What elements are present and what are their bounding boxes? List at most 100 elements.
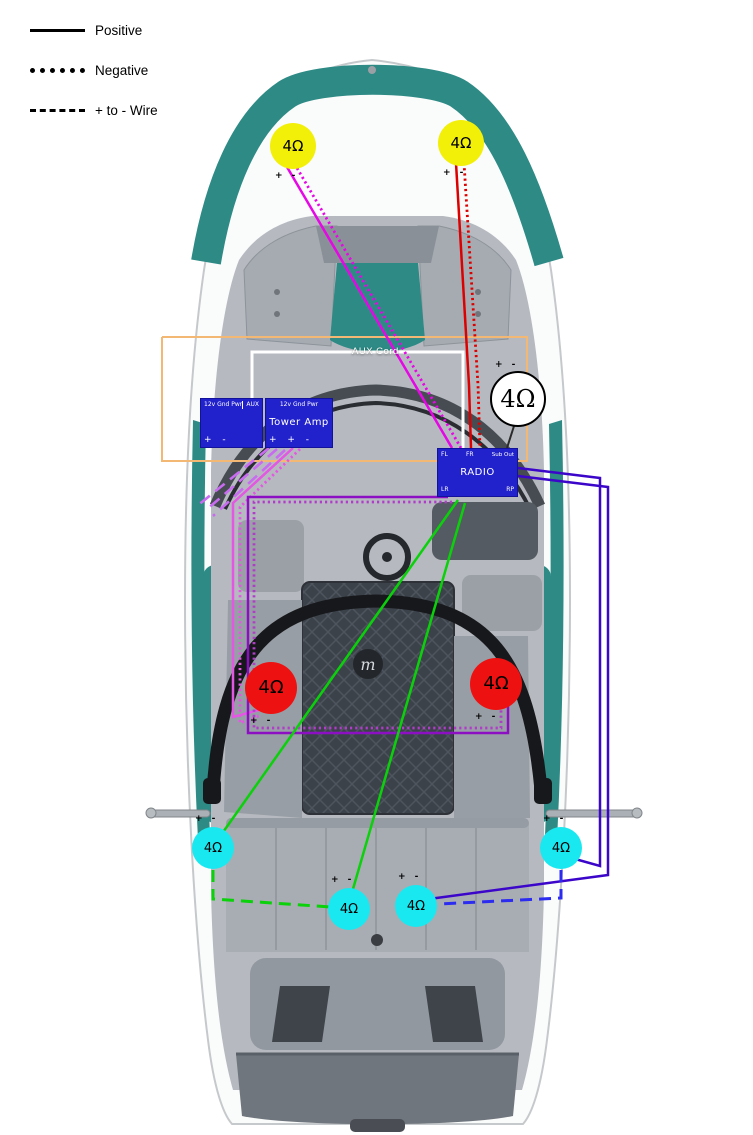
speaker-transom-left: 4Ω + - bbox=[328, 876, 370, 930]
power-box-labels: 12v Gnd Pwr AUX bbox=[204, 401, 259, 409]
speaker-terminals: + - bbox=[195, 814, 219, 824]
sundeck-vent-left bbox=[272, 986, 330, 1042]
radio-output-lr: LR bbox=[441, 486, 449, 493]
bow-deck-trim bbox=[191, 64, 564, 267]
wire-legend: Positive Negative + to - Wire bbox=[30, 22, 158, 118]
speaker-terminals: + - bbox=[443, 168, 467, 178]
wire-sub-cable bbox=[506, 425, 515, 449]
wake-tower-feet bbox=[203, 778, 552, 804]
wire-stern-right-jumper bbox=[437, 870, 563, 906]
radio-output-sub: Sub Out bbox=[491, 452, 514, 458]
sundeck-vent-right bbox=[425, 986, 483, 1042]
speaker-terminals: + - bbox=[275, 171, 299, 181]
speaker-impedance-label: 4Ω bbox=[282, 136, 304, 155]
speaker-bow-right: 4Ω+ - bbox=[438, 120, 484, 178]
legend-item-plus-to-minus: + to - Wire bbox=[30, 102, 158, 118]
tower-amp: 12v Gnd Pwr Tower Amp + + - bbox=[265, 398, 333, 448]
speaker-impedance-label: 4Ω bbox=[339, 901, 359, 917]
speaker-impedance-label: 4Ω bbox=[203, 840, 223, 856]
wire-bow-right-negative bbox=[462, 162, 482, 449]
brand-logo-letter: m bbox=[360, 655, 375, 674]
wire-tower-loop-negative bbox=[252, 500, 503, 730]
wire-aux-cord bbox=[250, 350, 465, 448]
speaker-terminals: + - bbox=[331, 875, 355, 885]
speaker-stern-right: 4Ω + - bbox=[540, 815, 582, 869]
radio-title: RADIO bbox=[460, 467, 495, 478]
radio-front-output-labels: FL FR Sub Out bbox=[441, 451, 514, 459]
speaker-terminals: + - bbox=[398, 872, 422, 882]
tower-amp-title: Tower Amp bbox=[269, 416, 329, 428]
brand-logo bbox=[353, 649, 383, 679]
speaker-stern-left: 4Ω + - bbox=[192, 815, 234, 869]
speaker-impedance-label: 4Ω bbox=[551, 840, 571, 856]
speaker-tower-left: 4Ω + - bbox=[245, 662, 297, 726]
speaker-bow-left: 4Ω + - bbox=[270, 123, 316, 181]
radio-output-fl: FL bbox=[441, 451, 448, 458]
speaker-subwoofer: 4Ω + - bbox=[490, 361, 546, 427]
positive-wire-swatch bbox=[30, 28, 85, 32]
bow-seat-left bbox=[243, 225, 338, 347]
speaker-impedance-label: 4Ω bbox=[483, 673, 509, 694]
aux-cord-label: AUX Cord bbox=[352, 346, 399, 357]
rear-bench bbox=[226, 824, 529, 952]
bow-seat-right bbox=[417, 225, 512, 347]
power-box-aux-label: AUX bbox=[242, 401, 259, 409]
legend-item-negative: Negative bbox=[30, 62, 158, 78]
wire-bow-right-positive bbox=[454, 162, 473, 449]
wire-amp-power-b bbox=[204, 448, 278, 512]
wire-amp-power-c bbox=[212, 449, 286, 517]
positive-wire-label: Positive bbox=[95, 22, 143, 38]
speaker-terminals: + - bbox=[543, 814, 567, 824]
power-box-power-label: 12v Gnd Pwr bbox=[204, 401, 243, 408]
tower-amp-terminals: + + - bbox=[269, 435, 314, 445]
legend-item-positive: Positive bbox=[30, 22, 158, 38]
helm-seat bbox=[462, 575, 542, 631]
radio-head-unit: FL FR Sub Out RADIO LR RP bbox=[437, 448, 518, 497]
power-distribution-box: 12v Gnd Pwr AUX + - bbox=[200, 398, 263, 448]
rear-bench-seams bbox=[275, 824, 477, 950]
wire-stern-left-jumper bbox=[211, 870, 332, 909]
bow-filler-pad bbox=[330, 263, 425, 352]
rear-bench-backrest bbox=[226, 818, 529, 828]
wire-tower-loop-positive bbox=[246, 495, 510, 735]
wire-tower-left-positive bbox=[231, 447, 294, 719]
power-box-terminals: + - bbox=[204, 435, 230, 445]
wire-transom-left-positive bbox=[351, 502, 467, 890]
rear-drain bbox=[371, 934, 383, 946]
steering-wheel-hub bbox=[382, 552, 392, 562]
wire-bow-left-positive bbox=[285, 166, 454, 449]
port-board-rack bbox=[145, 807, 211, 819]
plus-to-minus-wire-label: + to - Wire bbox=[95, 102, 158, 118]
radio-rear-output-labels: LR RP bbox=[441, 486, 514, 494]
wire-bow-left-negative bbox=[295, 167, 463, 449]
speaker-terminals: + - bbox=[495, 360, 519, 370]
speaker-terminals: + - bbox=[475, 712, 499, 722]
wire-stern-left-positive bbox=[219, 499, 460, 836]
helm-dash bbox=[432, 502, 538, 560]
floor-mat-pattern bbox=[302, 582, 454, 814]
wire-transom-right-positive bbox=[428, 474, 610, 901]
radio-output-fr: FR bbox=[465, 451, 474, 458]
tower-amp-power-label: 12v Gnd Pwr bbox=[279, 401, 319, 408]
negative-wire-swatch bbox=[30, 67, 85, 73]
transom-step bbox=[350, 1119, 405, 1132]
speaker-transom-right: 4Ω + - bbox=[395, 873, 437, 927]
speaker-impedance-label: 4Ω bbox=[500, 385, 536, 413]
speaker-terminals: + - bbox=[250, 716, 274, 726]
wire-stern-right-positive bbox=[517, 466, 602, 868]
speaker-impedance-label: 4Ω bbox=[406, 898, 426, 914]
radio-output-rp: RP bbox=[506, 486, 514, 493]
wire-amp-power-a bbox=[196, 446, 270, 508]
negative-wire-label: Negative bbox=[95, 62, 149, 78]
speaker-tower-right: 4Ω + - bbox=[470, 658, 522, 722]
speaker-impedance-label: 4Ω bbox=[258, 677, 284, 698]
swim-platform bbox=[236, 1054, 519, 1125]
steering-wheel bbox=[363, 533, 411, 581]
bow-seat-buttons bbox=[274, 289, 481, 317]
wire-tower-left-negative bbox=[238, 447, 301, 726]
plus-to-minus-wire-swatch bbox=[30, 108, 85, 112]
wire-amp-enclosure-outline bbox=[161, 336, 528, 462]
starboard-board-rack bbox=[545, 807, 643, 819]
